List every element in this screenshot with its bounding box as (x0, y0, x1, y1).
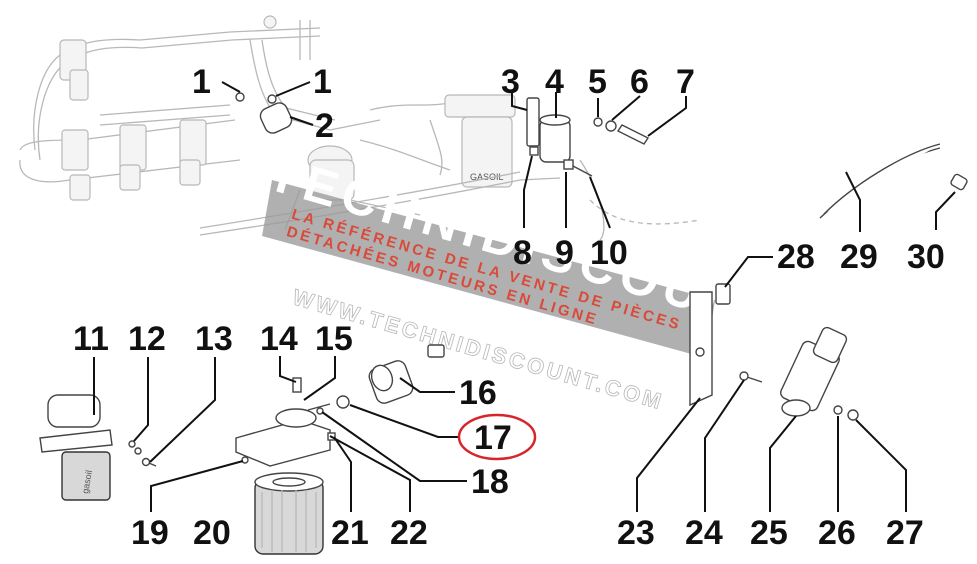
callout-8: 8 (513, 234, 532, 272)
callout-26: 26 (818, 514, 856, 552)
part-26-washer (833, 405, 843, 415)
part-5-nut (593, 117, 603, 127)
callout-18: 18 (471, 463, 509, 501)
callout-3: 3 (501, 63, 520, 101)
part-11-filter (61, 451, 111, 501)
engine-injection-background: GASOIL (19, 15, 701, 241)
part-19-screw (241, 456, 249, 464)
part-17-seal (336, 395, 350, 409)
part-drawings: gasoil (39, 92, 968, 555)
part-12-washer (128, 440, 136, 448)
callout-25: 25 (750, 514, 788, 552)
callout-15: 15 (315, 320, 353, 358)
callout-5: 5 (588, 63, 607, 101)
callout-17: 17 (474, 419, 512, 457)
part-1-washer-right (267, 94, 277, 104)
part-1-washer-left (235, 92, 245, 102)
callout-6: 6 (630, 63, 649, 101)
part-2-fitting (259, 102, 293, 134)
callout-2: 2 (315, 107, 334, 145)
part-29-cable (819, 147, 941, 219)
part-10-screw (572, 165, 593, 177)
highlight-ring-17 (457, 413, 537, 461)
callout-9: 9 (555, 234, 574, 272)
part-22-plug (316, 407, 324, 415)
watermark-band (262, 180, 715, 358)
part-8-nut (529, 146, 539, 156)
callout-27: 27 (886, 514, 924, 552)
part-4-solenoid (539, 119, 571, 163)
callout-29: 29 (840, 238, 878, 276)
callout-16: 16 (459, 374, 497, 412)
part-30-end (950, 173, 968, 191)
part-28-fitting (715, 283, 731, 305)
callout-28: 28 (777, 238, 815, 276)
callout-23: 23 (617, 514, 655, 552)
part-14-bleeder (292, 377, 302, 393)
callout-14: 14 (260, 320, 298, 358)
callout-numbers: 1 1 2 3 4 5 6 7 8 9 10 11 12 13 14 15 16… (73, 63, 945, 552)
callout-19: 19 (131, 514, 169, 552)
callout-30: 30 (907, 238, 945, 276)
callout-7: 7 (676, 63, 695, 101)
callout-24: 24 (685, 514, 723, 552)
callout-1b: 1 (313, 63, 332, 101)
part-3-bracket (526, 97, 540, 147)
callout-11: 11 (73, 320, 109, 358)
bowl-marking: GASOIL (470, 172, 504, 182)
leader-lines (93, 81, 956, 512)
callout-22: 22 (390, 514, 428, 552)
callout-4: 4 (545, 63, 564, 101)
callout-12: 12 (128, 320, 166, 358)
callout-20: 20 (193, 514, 231, 552)
part-filter-head (235, 419, 331, 467)
part-7-bolt (616, 124, 650, 145)
callout-10: 10 (590, 234, 628, 272)
filter-marking: gasoil (80, 469, 94, 494)
part-27-screw (847, 409, 859, 421)
callout-21: 21 (331, 514, 369, 552)
part-16-cap (427, 344, 445, 358)
part-9-washer (563, 159, 574, 170)
part-11-head (47, 394, 101, 428)
callout-13: 13 (195, 320, 233, 358)
part-6-washer (605, 120, 617, 132)
callout-1a: 1 (192, 63, 211, 101)
part-11-bracket (39, 429, 113, 453)
